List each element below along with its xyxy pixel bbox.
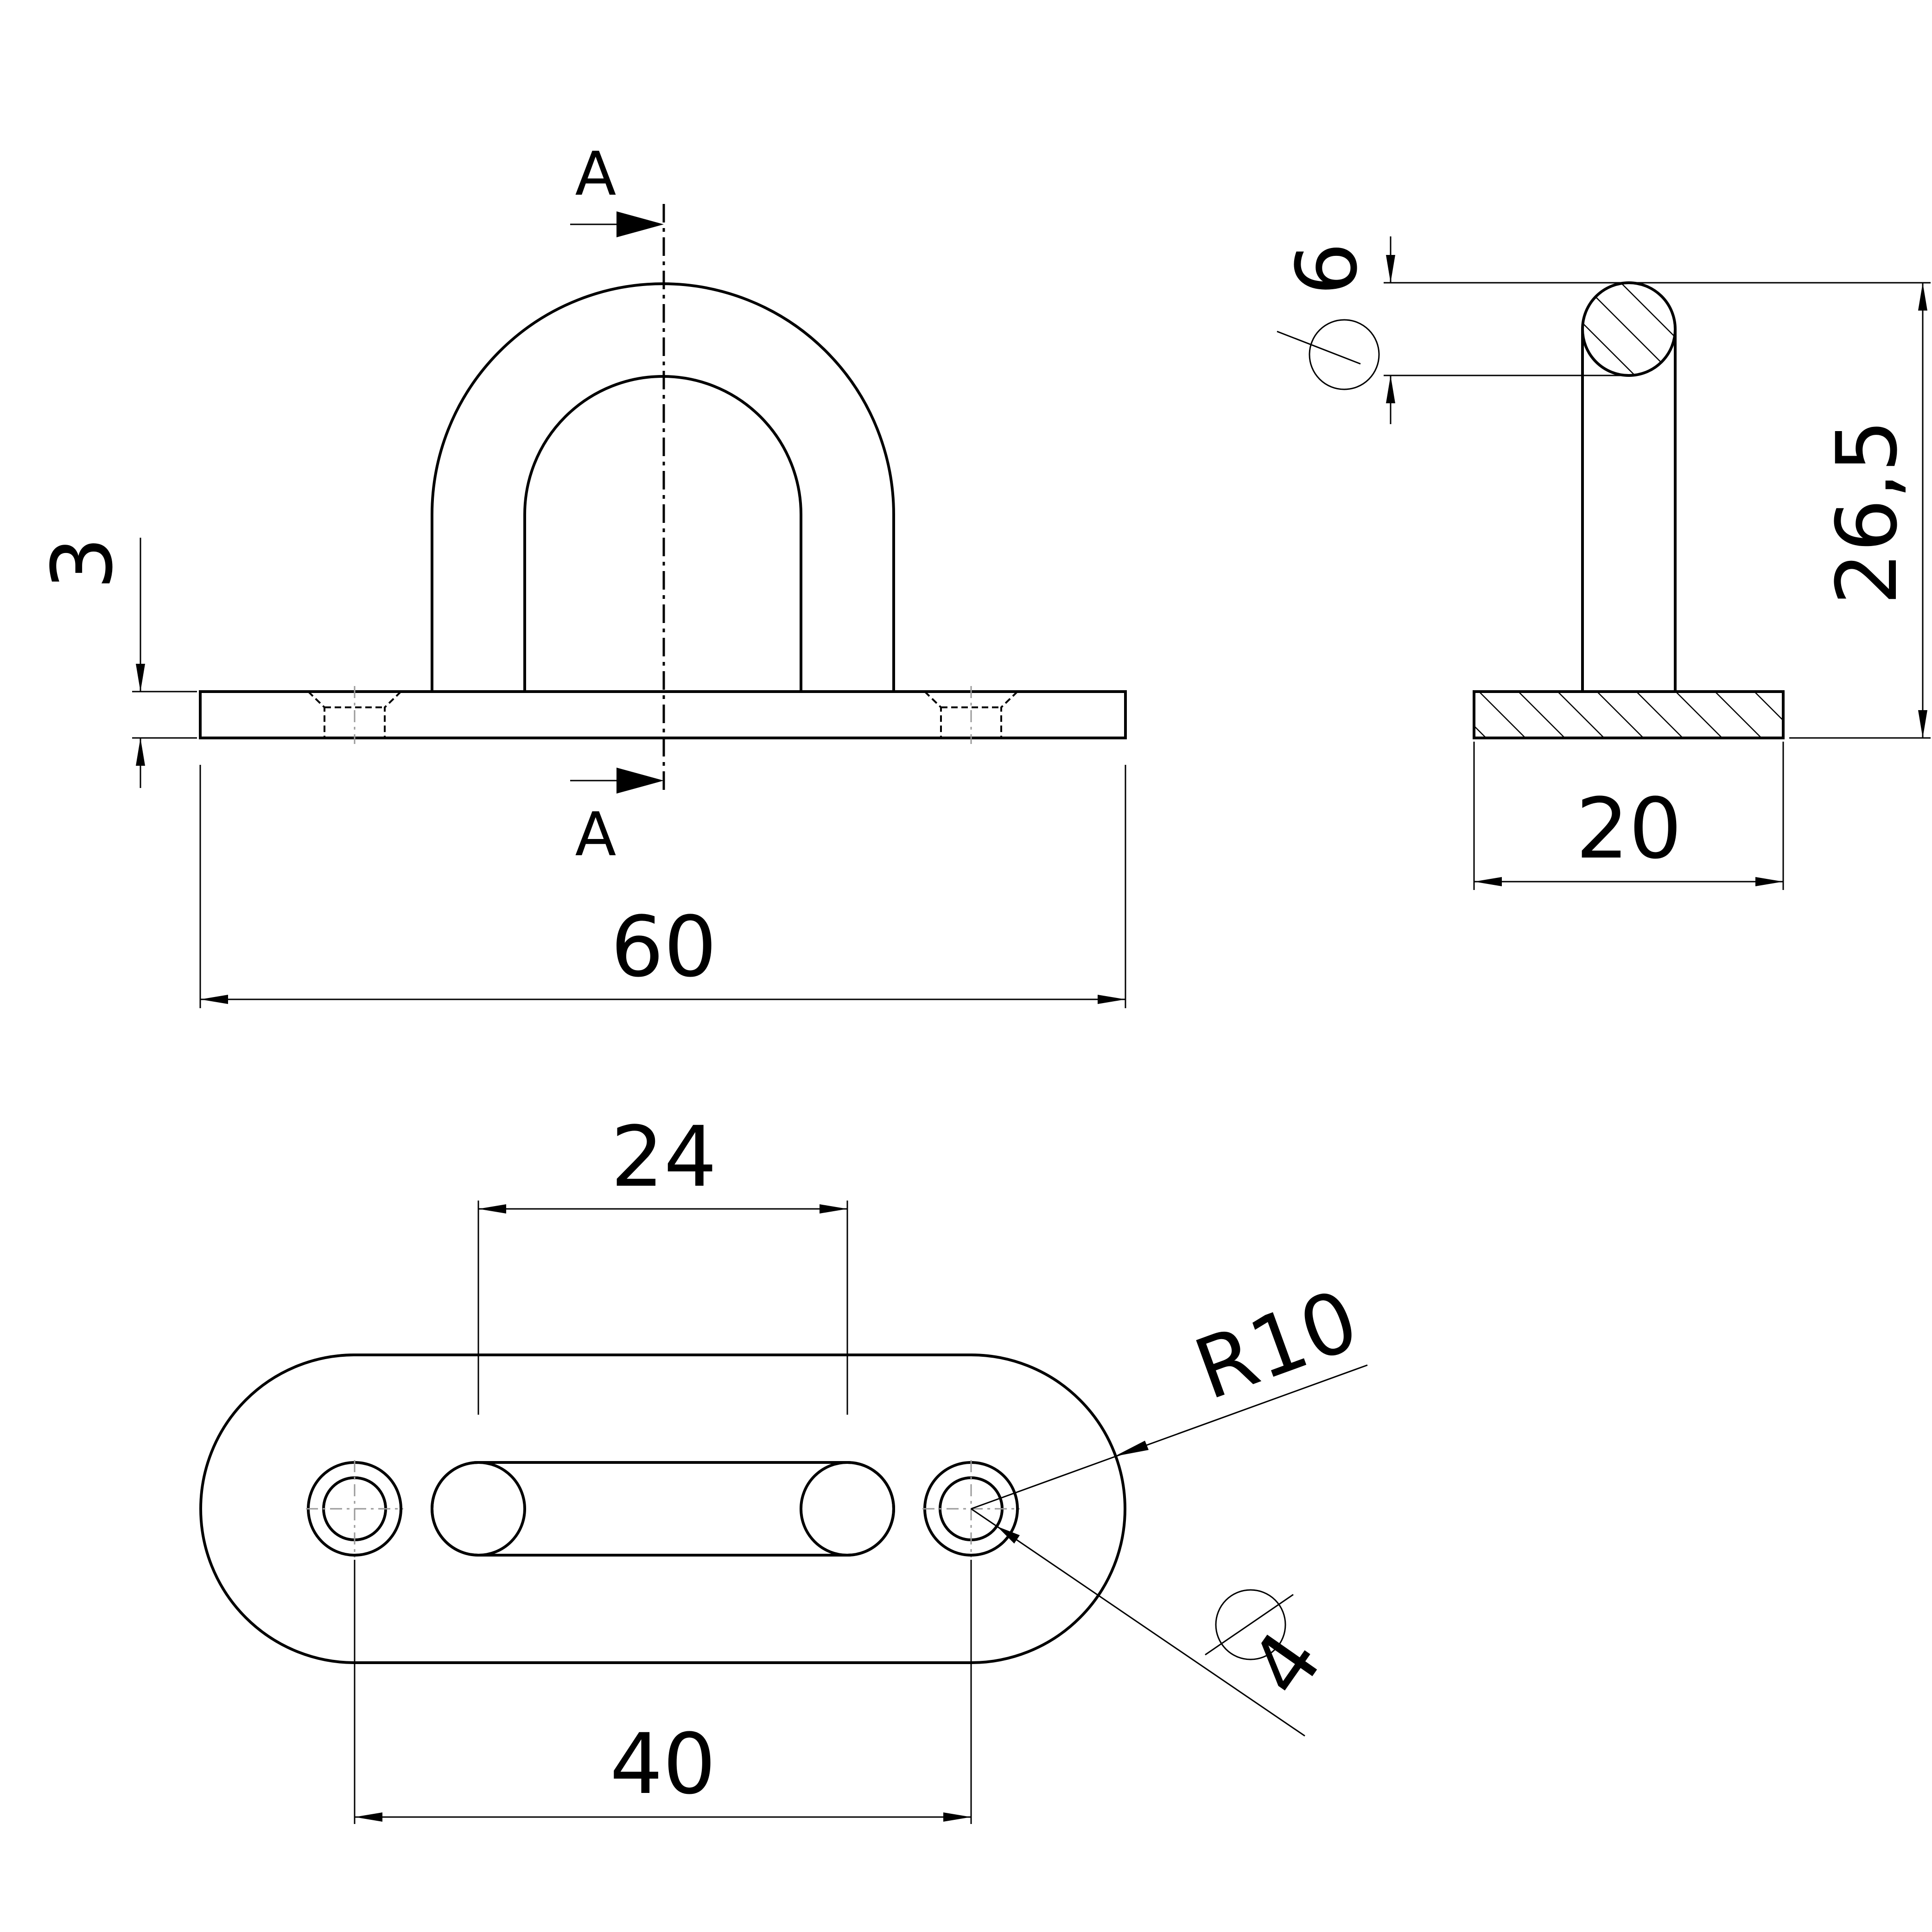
dim-hole-diameter-label: 4 <box>1231 1614 1341 1714</box>
section-label-top: A <box>575 139 616 209</box>
side-rod <box>1581 329 1677 692</box>
dim-plate-width-label: 20 <box>1576 781 1682 877</box>
top-hole-left <box>306 1460 403 1557</box>
side-rod-section <box>1581 281 1677 377</box>
top-rod-end-right <box>800 1461 895 1557</box>
dim-rod-diameter-label: 6 <box>1279 242 1376 296</box>
section-arrow-bottom <box>570 768 664 794</box>
section-label-bottom: A <box>575 799 616 870</box>
section-arrow-top <box>570 211 664 237</box>
dim-end-radius-label: R10 <box>1183 1271 1370 1419</box>
dim-hole-spacing-label: 40 <box>610 1716 716 1813</box>
side-section-view: 6 26,5 20 <box>1277 236 1931 890</box>
front-countersink-left <box>307 686 402 744</box>
top-rod-end-left <box>431 1461 526 1557</box>
dim-plate-width: 20 <box>1473 742 1784 890</box>
dim-overall-length-label: 60 <box>610 899 717 996</box>
top-slot-outline <box>431 1461 895 1557</box>
dim-plate-thickness: 3 <box>34 537 197 788</box>
dim-height-label: 26,5 <box>1819 419 1916 605</box>
dim-height: 26,5 <box>1632 282 1931 739</box>
dim-rod-diameter: 6 <box>1277 236 1632 424</box>
side-base-plate <box>1473 690 1785 739</box>
dim-hole-diameter: 4 <box>971 1508 1341 1737</box>
dim-slot-spacing: 24 <box>477 1109 848 1415</box>
dim-plate-thickness-label: 3 <box>34 537 131 590</box>
diameter-symbol-icon <box>1205 1589 1294 1660</box>
dim-overall-length: 60 <box>199 765 1126 1008</box>
diameter-symbol-icon <box>1277 319 1380 390</box>
front-view: A A 3 60 <box>34 139 1127 1008</box>
dim-slot-spacing-label: 24 <box>610 1109 717 1206</box>
top-view: 24 R10 4 40 <box>199 1109 1370 1824</box>
dim-hole-spacing: 40 <box>354 1560 972 1824</box>
dim-end-radius: R10 <box>971 1271 1370 1510</box>
front-countersink-right <box>924 686 1018 744</box>
